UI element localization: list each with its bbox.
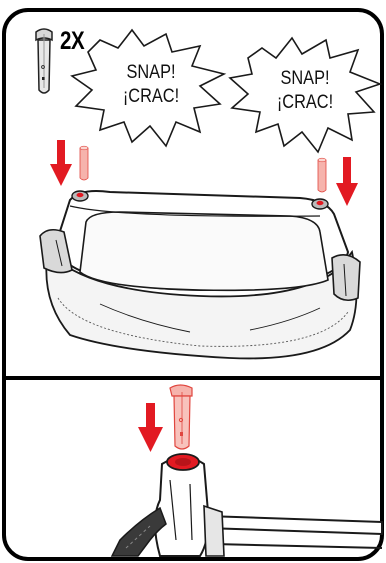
burst-right-line2: ¡CRAC! bbox=[265, 91, 346, 115]
burst-left-line2: ¡CRAC! bbox=[111, 85, 192, 109]
arrow-down-bottom-icon bbox=[138, 403, 163, 452]
pin-large-icon bbox=[170, 385, 192, 449]
burst-text-right: SNAP! ¡CRAC! bbox=[265, 67, 346, 115]
burst-text-left: SNAP! ¡CRAC! bbox=[111, 61, 192, 109]
burst-right-line1: SNAP! bbox=[265, 67, 346, 91]
pin-left-icon bbox=[80, 146, 88, 180]
burst-left-line1: SNAP! bbox=[111, 61, 192, 85]
arrow-down-left-icon bbox=[50, 140, 72, 186]
arrow-down-right-icon bbox=[336, 157, 358, 206]
pin-part-icon bbox=[36, 29, 52, 93]
frame-joint-illustration bbox=[112, 454, 382, 556]
seat-tray-illustration bbox=[40, 191, 360, 358]
pin-right-icon bbox=[318, 158, 326, 192]
quantity-label: 2X bbox=[60, 27, 84, 56]
